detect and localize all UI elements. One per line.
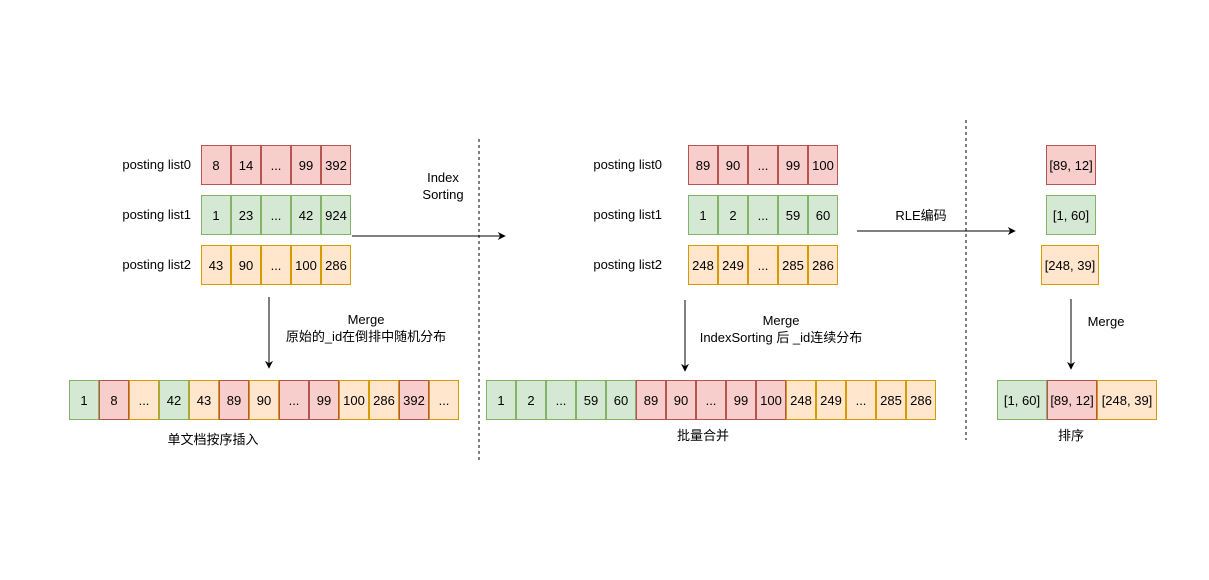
- left-list2-cell: 100: [291, 245, 321, 285]
- left-list0-cell: 99: [291, 145, 321, 185]
- left-merged-cell: 392: [399, 380, 429, 420]
- middle-list2-cell: 249: [718, 245, 748, 285]
- middle-merged-cell: 60: [606, 380, 636, 420]
- middle-merge-title: Merge: [762, 313, 800, 328]
- middle-list1-cell: 59: [778, 195, 808, 235]
- middle-list2-cell: ...: [748, 245, 778, 285]
- left-merged-cell: 286: [369, 380, 399, 420]
- left-list0-cell: 14: [231, 145, 261, 185]
- rle-encoded-cell: [248, 39]: [1041, 245, 1099, 285]
- right-merged-cell: [248, 39]: [1097, 380, 1157, 420]
- left-list1-cell: 42: [291, 195, 321, 235]
- left-list1-cell: 924: [321, 195, 351, 235]
- middle-merged-cell: 285: [876, 380, 906, 420]
- left-list0-label: posting list0: [122, 157, 191, 172]
- left-merged-cell: 89: [219, 380, 249, 420]
- left-list1-label: posting list1: [122, 207, 191, 222]
- middle-merged-cell: 249: [816, 380, 846, 420]
- left-list0-cell: 8: [201, 145, 231, 185]
- middle-merged-cell: ...: [696, 380, 726, 420]
- middle-merged-cell: 59: [576, 380, 606, 420]
- left-list2-label: posting list2: [122, 257, 191, 272]
- left-merge-title: Merge: [347, 312, 385, 327]
- middle-list0-cell: 99: [778, 145, 808, 185]
- right-merged-cell: [89, 12]: [1047, 380, 1097, 420]
- left-merged-cell: 100: [339, 380, 369, 420]
- middle-list1-cell: ...: [748, 195, 778, 235]
- left-list0-cell: 392: [321, 145, 351, 185]
- middle-list0-cell: ...: [748, 145, 778, 185]
- left-list1-cell: ...: [261, 195, 291, 235]
- middle-merged-cell: 1: [486, 380, 516, 420]
- middle-merged-cell: 99: [726, 380, 756, 420]
- middle-caption: 批量合并: [676, 428, 730, 443]
- rle-encoded-cell: [89, 12]: [1046, 145, 1096, 185]
- left-list2-cell: 90: [231, 245, 261, 285]
- middle-merged-cell: 90: [666, 380, 696, 420]
- right-merged-cell: [1, 60]: [997, 380, 1047, 420]
- rle-encoded-cell: [1, 60]: [1046, 195, 1096, 235]
- middle-list0-cell: 89: [688, 145, 718, 185]
- left-merged-cell: ...: [279, 380, 309, 420]
- left-merged-cell: 90: [249, 380, 279, 420]
- left-merged-cell: 8: [99, 380, 129, 420]
- middle-list2-cell: 286: [808, 245, 838, 285]
- left-merged-cell: 42: [159, 380, 189, 420]
- left-list2-cell: 286: [321, 245, 351, 285]
- middle-list2-label: posting list2: [593, 257, 662, 272]
- middle-list2-cell: 285: [778, 245, 808, 285]
- index-sorting-label-line2: Sorting: [422, 187, 464, 202]
- rle-label: RLE编码: [895, 208, 947, 223]
- middle-merged-cell: 89: [636, 380, 666, 420]
- left-merge-note: 原始的_id在倒排中随机分布: [285, 329, 447, 344]
- left-list1-cell: 1: [201, 195, 231, 235]
- middle-list1-cell: 60: [808, 195, 838, 235]
- middle-list0-label: posting list0: [593, 157, 662, 172]
- middle-merged-cell: 286: [906, 380, 936, 420]
- middle-list2-cell: 248: [688, 245, 718, 285]
- middle-list0-cell: 90: [718, 145, 748, 185]
- left-caption: 单文档按序插入: [167, 432, 259, 447]
- middle-list0-cell: 100: [808, 145, 838, 185]
- left-list2-cell: 43: [201, 245, 231, 285]
- right-merge-title: Merge: [1087, 314, 1125, 329]
- middle-list1-cell: 2: [718, 195, 748, 235]
- left-list1-cell: 23: [231, 195, 261, 235]
- middle-merged-cell: ...: [546, 380, 576, 420]
- left-merged-cell: 1: [69, 380, 99, 420]
- middle-merge-note: IndexSorting 后 _id连续分布: [699, 330, 863, 345]
- right-caption: 排序: [1057, 428, 1085, 443]
- left-merged-cell: 43: [189, 380, 219, 420]
- middle-merged-cell: 2: [516, 380, 546, 420]
- middle-list1-cell: 1: [688, 195, 718, 235]
- middle-merged-cell: ...: [846, 380, 876, 420]
- index-sorting-label-line1: Index: [427, 170, 459, 185]
- left-list0-cell: ...: [261, 145, 291, 185]
- middle-merged-cell: 248: [786, 380, 816, 420]
- left-merged-cell: ...: [129, 380, 159, 420]
- left-merged-cell: 99: [309, 380, 339, 420]
- middle-list1-label: posting list1: [593, 207, 662, 222]
- left-list2-cell: ...: [261, 245, 291, 285]
- left-merged-cell: ...: [429, 380, 459, 420]
- middle-merged-cell: 100: [756, 380, 786, 420]
